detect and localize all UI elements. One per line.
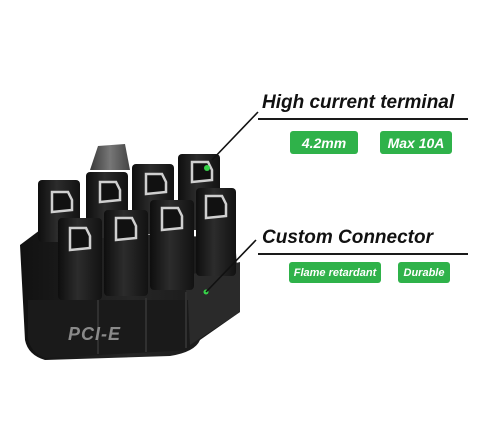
leader-line-connector [205, 239, 257, 293]
terminals-front [68, 194, 228, 252]
callout-connector-rule [258, 253, 468, 255]
leader-line-terminal [211, 111, 259, 161]
terminals-back [50, 160, 214, 214]
badge-4-2mm: 4.2mm [290, 131, 358, 154]
badge-flame-retardant: Flame retardant [289, 262, 381, 283]
latch [90, 144, 130, 170]
callout-connector-title: Custom Connector [262, 227, 433, 248]
callout-terminal-rule [258, 118, 468, 120]
pcie-label: PCI-E [68, 324, 121, 344]
badge-max-10a: Max 10A [380, 131, 452, 154]
badge-durable: Durable [398, 262, 450, 283]
callout-terminal-title: High current terminal [262, 92, 455, 113]
